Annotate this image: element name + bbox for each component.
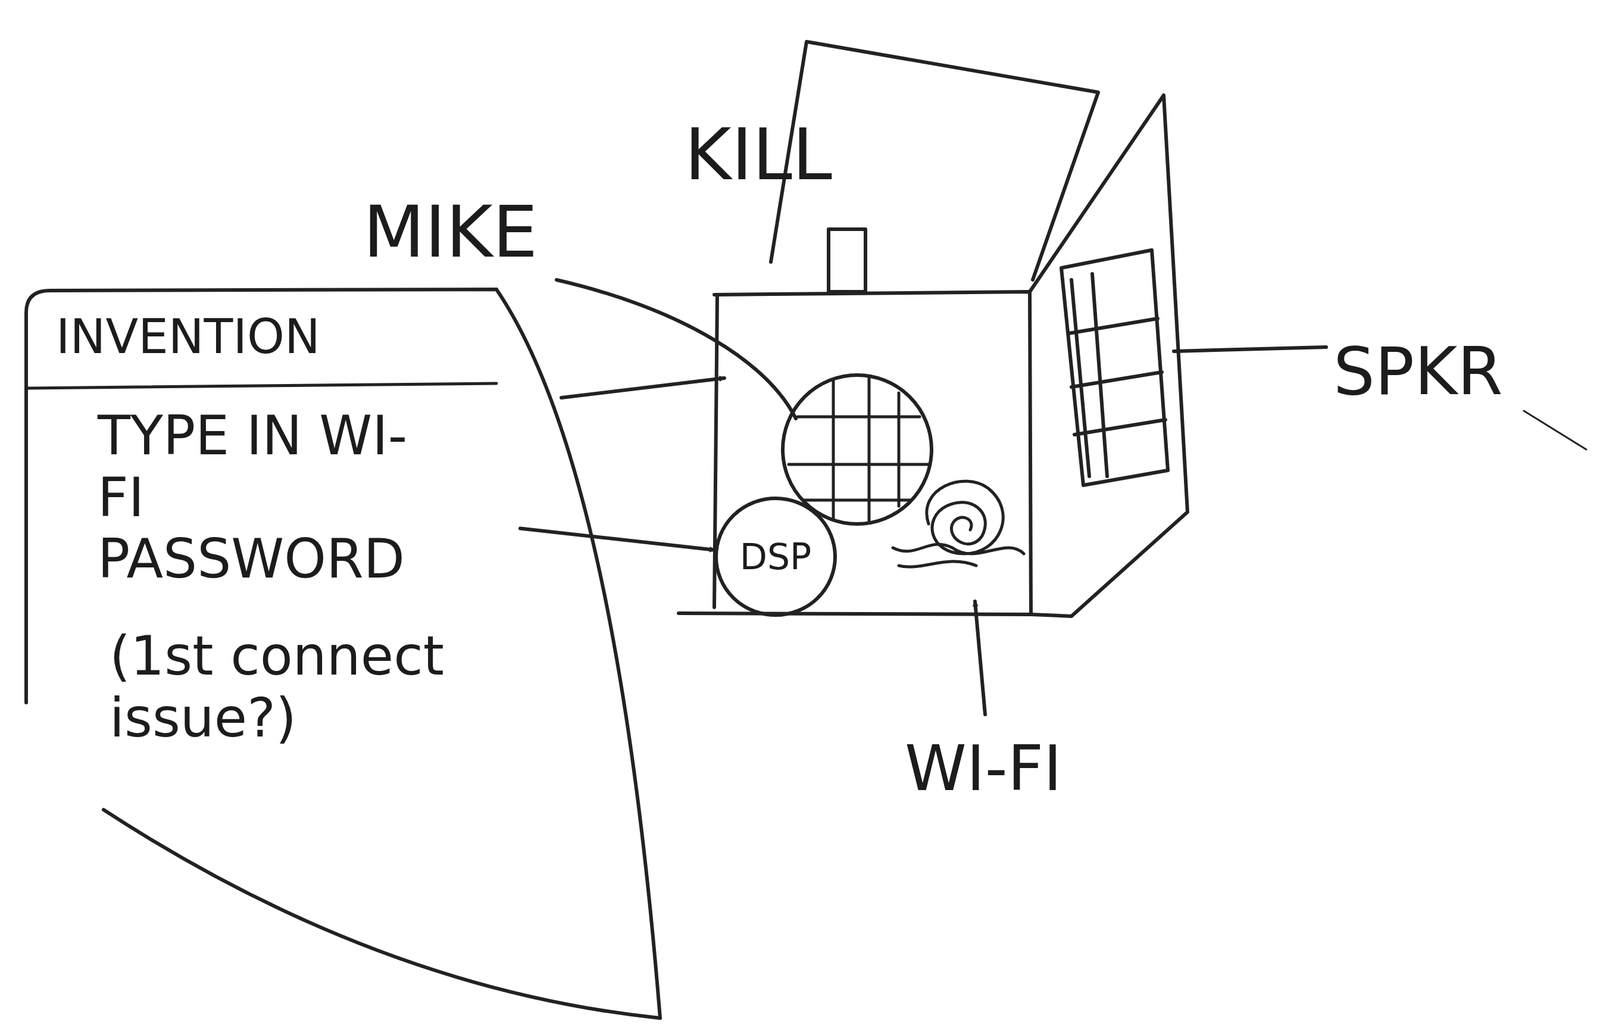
device-side [1029, 95, 1188, 617]
wifi-leader [975, 601, 986, 715]
dsp-circle: DSP [714, 495, 837, 618]
spkr-tail [1523, 410, 1587, 450]
spkr-label: SPKR [1333, 333, 1503, 410]
kill-label: KILL [684, 113, 833, 196]
panel-note: (1st connect issue?) [109, 625, 562, 749]
mike-label: MIKE [363, 190, 538, 274]
panel-outline [26, 289, 661, 1018]
panel-heading: INVENTION [55, 309, 473, 365]
dsp-text: DSP [714, 495, 837, 618]
panel-leader [561, 377, 725, 398]
mike-grid [788, 376, 929, 523]
heading-rule [26, 383, 497, 389]
connector-arrow [520, 528, 715, 550]
device-front [678, 291, 1031, 615]
panel-body: TYPE IN WI-FI PASSWORD [97, 404, 431, 590]
lid-post [828, 229, 866, 292]
speaker-grille [1061, 250, 1168, 486]
wifi-scribble [892, 480, 1024, 567]
wifi-label: WI-FI [904, 732, 1062, 805]
mike-leader [556, 279, 796, 419]
mike-circle [782, 375, 932, 524]
spkr-leader [1173, 347, 1327, 352]
invention-panel: INVENTION TYPE IN WI-FI PASSWORD (1st conn… [20, 285, 664, 1021]
